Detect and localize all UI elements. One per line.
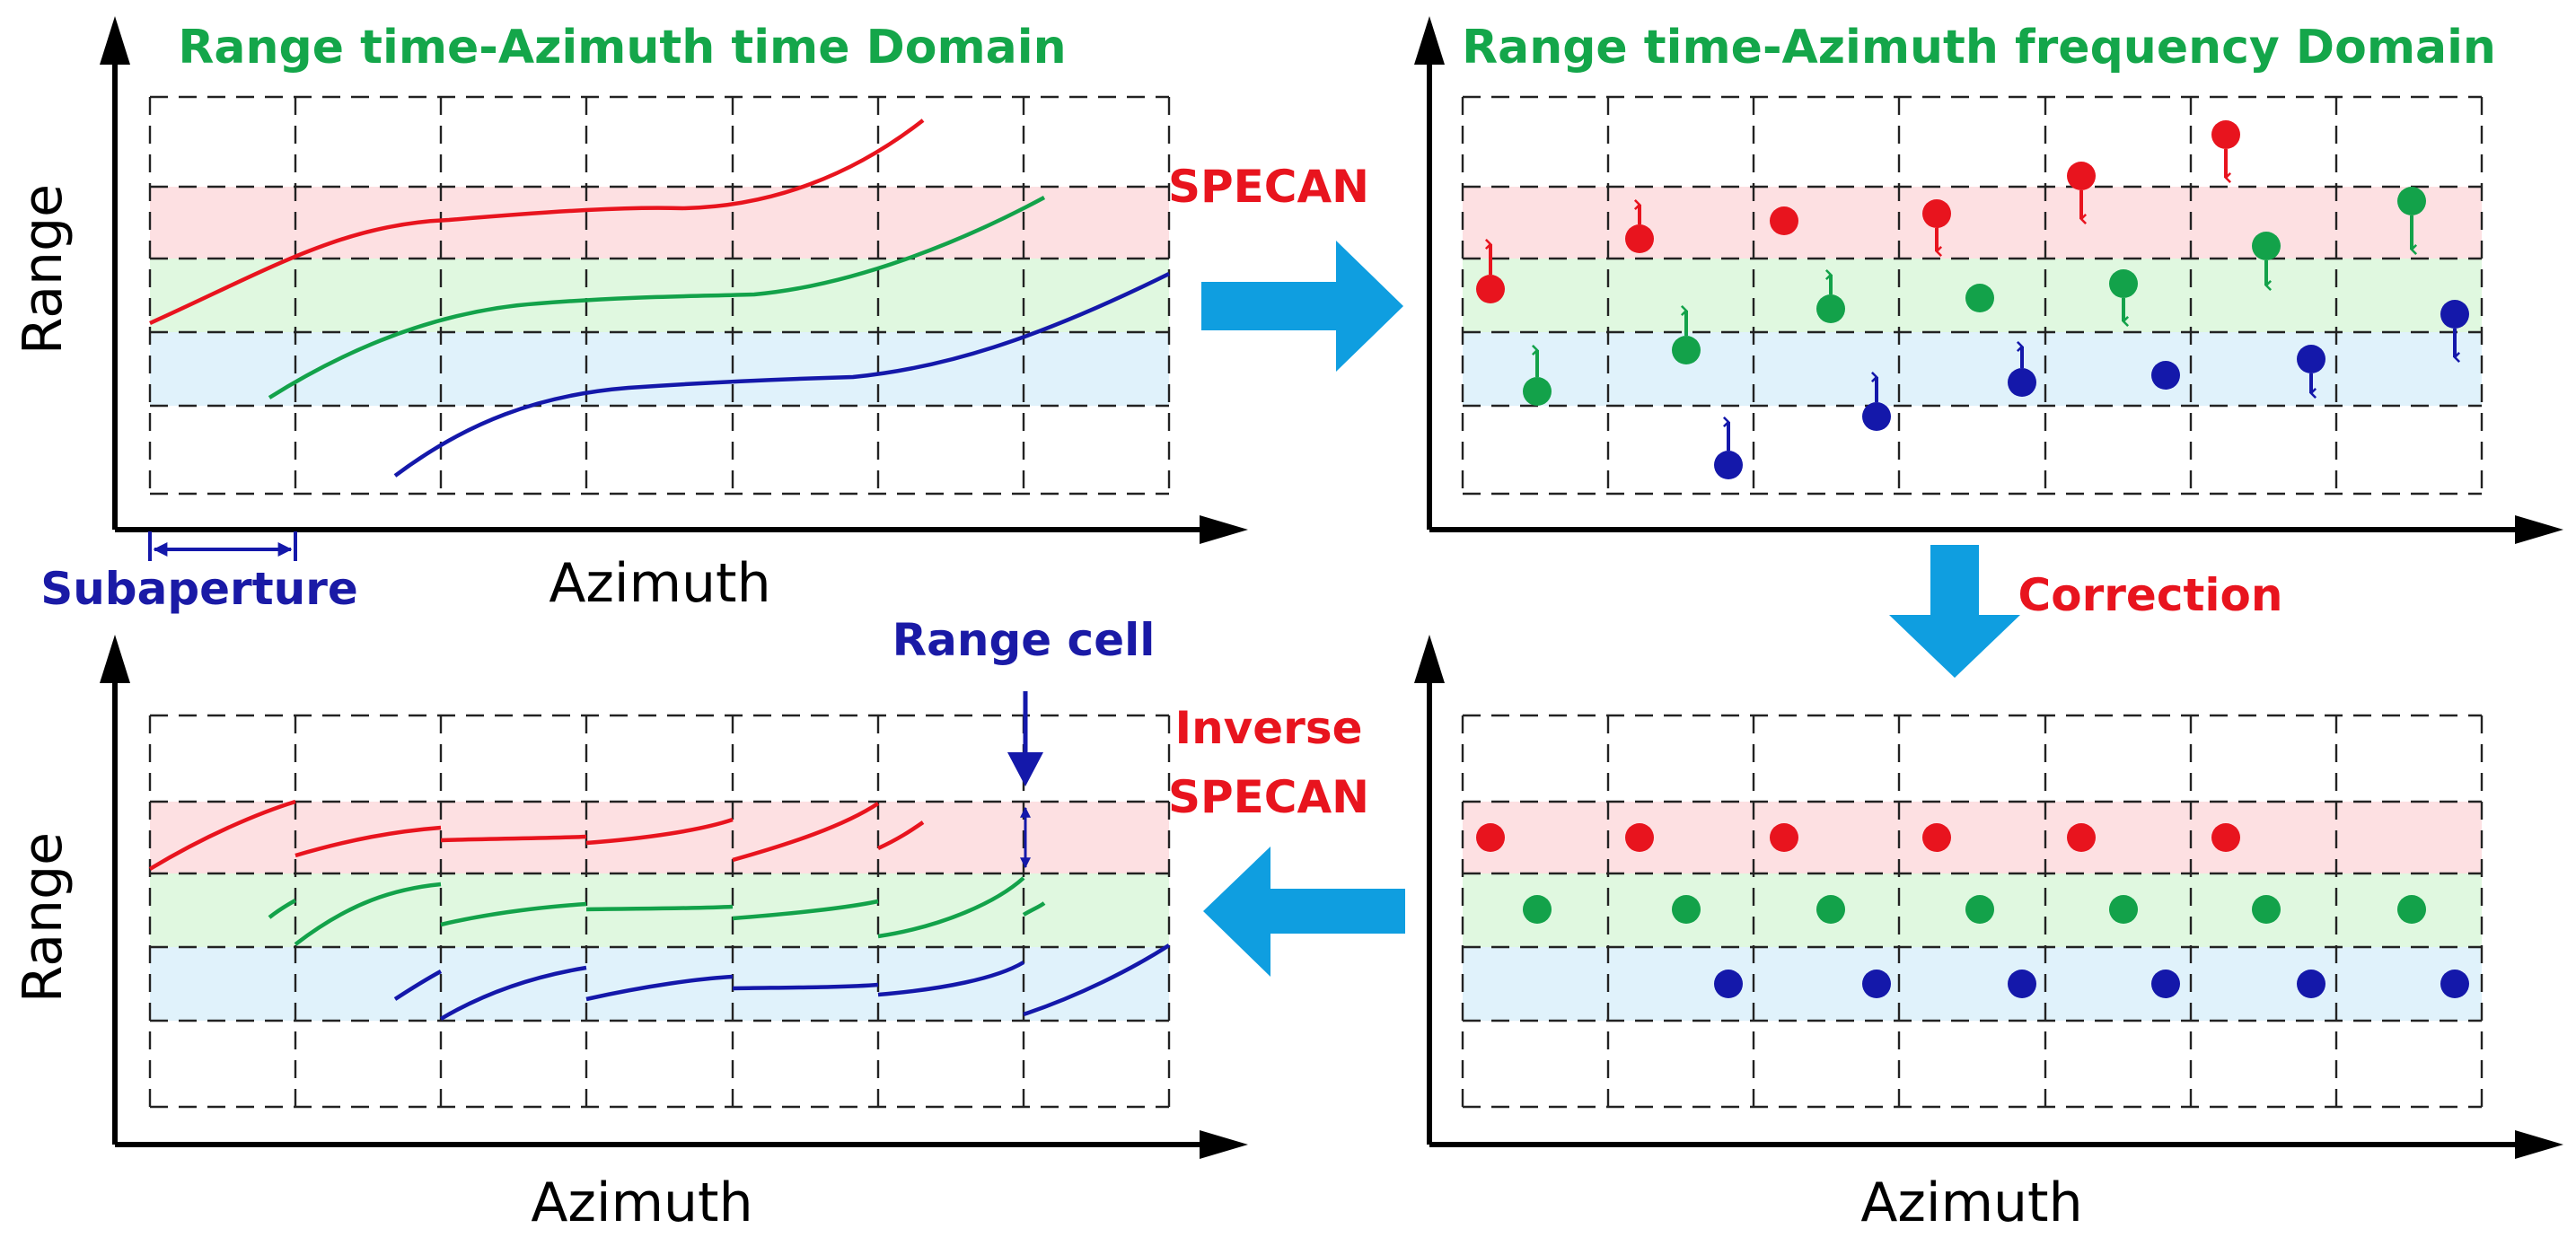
axes xyxy=(1414,16,2563,544)
x-axis-label-bottom-right: Azimuth xyxy=(1860,1171,2082,1234)
band-red xyxy=(150,802,1169,873)
y-axis-arrow-icon xyxy=(100,16,130,65)
band-blue xyxy=(1463,332,2482,406)
subaperture-label: Subaperture xyxy=(40,563,358,615)
grid xyxy=(148,714,1171,1109)
x-axis-label-bottom-left: Azimuth xyxy=(531,1171,752,1234)
grid xyxy=(1461,95,2484,496)
panel-top-left: Range time-Azimuth time Domain Range Azi… xyxy=(12,16,1248,615)
inverse-specan-label: SPECAN xyxy=(1168,771,1369,823)
panel-top-right: Range time-Azimuth frequency Domain xyxy=(1414,16,2563,544)
dots-green-corrected xyxy=(1523,895,2426,924)
band-red xyxy=(150,187,1169,259)
dots-green xyxy=(1523,187,2426,406)
y-axis-arrow-icon xyxy=(1414,16,1445,65)
range-cell-label: Range cell xyxy=(892,614,1156,666)
y-axis-label-top: Range xyxy=(12,184,75,355)
x-axis-arrow-icon xyxy=(1200,1130,1248,1159)
inverse-label: Inverse xyxy=(1174,702,1362,754)
process-arrows xyxy=(1201,241,2020,977)
y-axis-arrow-icon xyxy=(1414,635,1445,683)
curve-green xyxy=(268,196,1046,399)
panel-title-frequency-domain: Range time-Azimuth frequency Domain xyxy=(1462,21,2496,75)
y-axis-arrow-icon xyxy=(100,635,130,683)
axes xyxy=(100,635,1248,1159)
band-blue xyxy=(1463,947,2482,1021)
x-axis-arrow-icon xyxy=(2515,515,2563,544)
range-cell-marker xyxy=(1007,691,1043,869)
x-axis-arrow-icon xyxy=(1200,515,1248,544)
axes xyxy=(1414,635,2563,1159)
subaperture-marker xyxy=(148,531,297,561)
curves xyxy=(149,118,1170,478)
specan-label: SPECAN xyxy=(1168,161,1369,213)
dots-red-corrected xyxy=(1476,823,2240,852)
band-red xyxy=(1463,802,2482,873)
axes xyxy=(100,16,1248,544)
x-axis-label-top: Azimuth xyxy=(549,552,770,615)
grid xyxy=(1461,714,2484,1109)
panel-bottom-left: Range Azimuth Range cell xyxy=(12,614,1248,1234)
x-axis-arrow-icon xyxy=(2515,1130,2563,1159)
arrow-left-icon xyxy=(1203,847,1405,977)
dots-red xyxy=(1476,120,2240,303)
curve-blue xyxy=(393,271,1170,478)
band-red xyxy=(1463,187,2482,259)
segmented-curves xyxy=(148,799,1171,1021)
dots-blue-corrected xyxy=(1714,970,2469,998)
correction-label: Correction xyxy=(2018,569,2283,621)
arrow-down-icon xyxy=(1889,545,2020,678)
grid xyxy=(148,95,1171,496)
dots-blue xyxy=(1714,300,2469,479)
arrow-right-icon xyxy=(1201,241,1403,372)
y-axis-label-bottom: Range xyxy=(12,832,75,1003)
range-cell-arrow-icon xyxy=(1007,752,1043,786)
panel-bottom-right: Azimuth xyxy=(1414,635,2563,1234)
curve-red xyxy=(149,118,925,326)
band-blue xyxy=(150,332,1169,406)
panel-title-time-domain: Range time-Azimuth time Domain xyxy=(178,21,1066,75)
